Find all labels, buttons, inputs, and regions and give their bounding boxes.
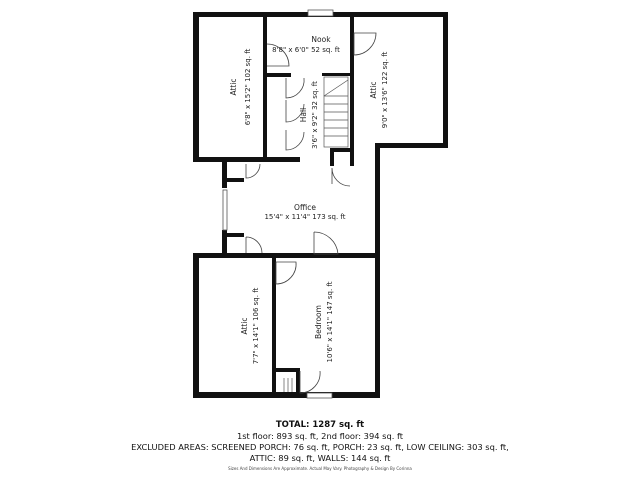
room-name-bedroom: Bedroom	[314, 305, 323, 339]
doors	[245, 32, 377, 394]
room-dims-office: 15'4" x 11'4" 173 sq. ft	[264, 213, 345, 221]
windows	[222, 9, 334, 399]
room-name-nook: Nook	[311, 35, 331, 44]
room-name-hall: Hall	[299, 108, 308, 122]
room-name-office: Office	[294, 203, 316, 212]
room-dims-attic-top-right: 9'0" x 13'6" 122 sq. ft	[381, 51, 389, 128]
room-dims-bedroom: 10'6" x 14'1" 147 sq. ft	[326, 281, 334, 362]
room-name-attic-bottom: Attic	[240, 317, 249, 334]
disclaimer: Sizes And Dimensions Are Approximate. Ac…	[228, 466, 412, 471]
room-dims-attic-top-left: 6'8" x 15'2" 102 sq. ft	[244, 48, 252, 125]
window-nook	[307, 9, 334, 17]
room-dims-hall: 3'6" x 9'2" 32 sq. ft	[311, 81, 319, 149]
floor-areas: 1st floor: 893 sq. ft, 2nd floor: 394 sq…	[236, 431, 404, 441]
window-bedroom	[306, 392, 333, 399]
excluded-areas: EXCLUDED AREAS: SCREENED PORCH: 76 sq. f…	[131, 442, 509, 452]
room-name-attic-top-right: Attic	[369, 81, 378, 98]
stairs	[283, 76, 349, 392]
room-dims-attic-bottom: 7'7" x 14'1" 106 sq. ft	[252, 287, 260, 364]
room-dims-nook: 8'8" x 6'0" 52 sq. ft	[272, 46, 340, 54]
window-office	[222, 189, 228, 231]
total-area: TOTAL: 1287 sq. ft	[275, 420, 365, 430]
room-name-attic-top-left: Attic	[229, 78, 238, 95]
walls	[193, 12, 448, 398]
excluded-areas-cont: ATTIC: 89 sq. ft, WALLS: 144 sq. ft	[249, 453, 391, 463]
